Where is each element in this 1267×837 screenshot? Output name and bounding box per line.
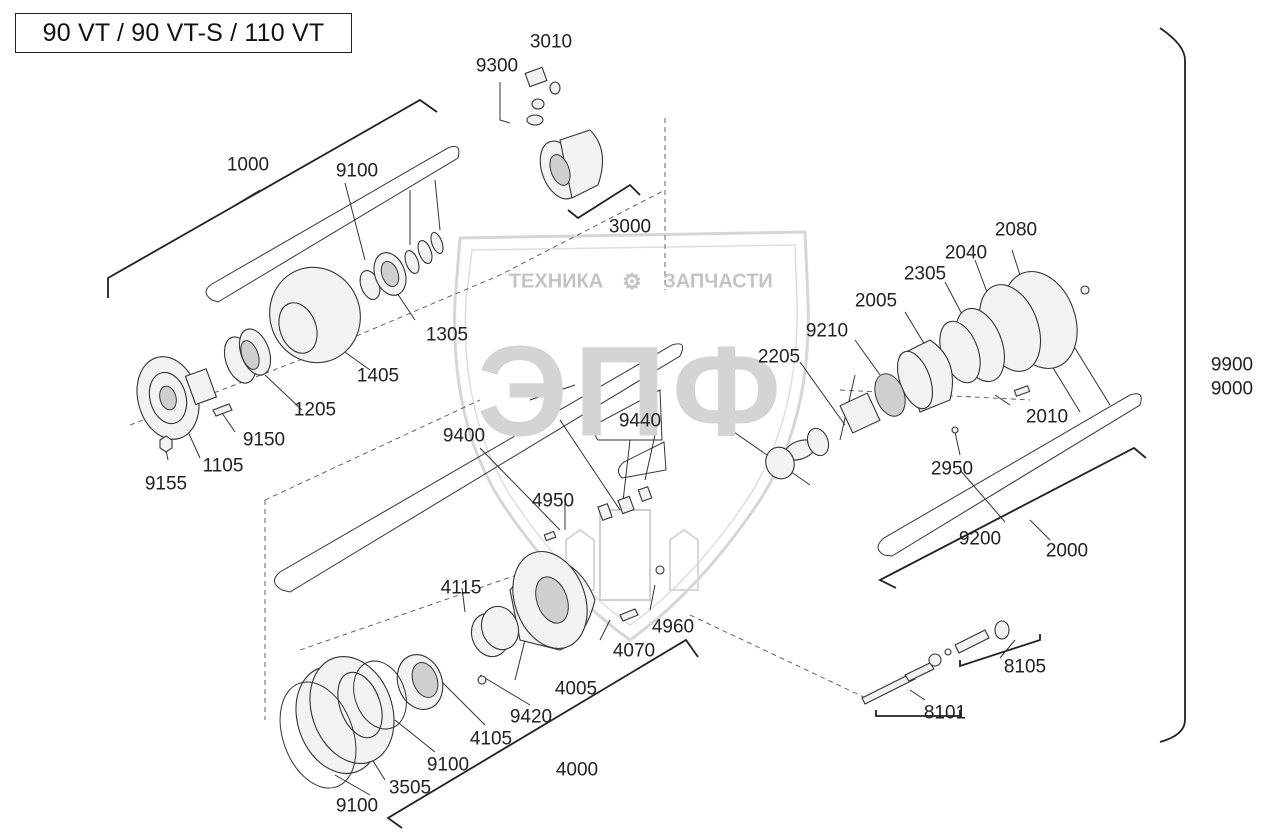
callout-2080: 2080 (994, 219, 1038, 241)
assembly-3000 (499, 66, 604, 200)
callout-1305: 1305 (425, 324, 469, 346)
callout-2950: 2950 (930, 458, 974, 480)
callout-9150: 9150 (242, 429, 286, 451)
callout-9300: 9300 (475, 55, 519, 77)
callout-1205: 1205 (293, 399, 337, 421)
callout-9100-bot: 9100 (335, 795, 379, 817)
callout-9155: 9155 (144, 473, 188, 495)
callout-2305: 2305 (903, 263, 947, 285)
watermark-left-text: ТЕХНИКА (508, 270, 604, 293)
gear-icon: ⚙ (622, 269, 642, 294)
watermark-shield (453, 230, 810, 642)
assembly-4000 (279, 485, 665, 789)
callout-9100-mid: 9100 (426, 754, 470, 776)
hub-flange-1105 (136, 356, 233, 453)
assembly-8101-8105 (861, 620, 1010, 705)
callout-2010: 2010 (1025, 406, 1069, 428)
group-brackets (107, 27, 1186, 829)
assembly-2000 (765, 270, 1090, 480)
callout-1000: 1000 (226, 154, 270, 176)
callout-4115: 4115 (440, 577, 482, 599)
kit-bars (205, 145, 1142, 593)
callout-8105: 8105 (1003, 656, 1047, 678)
callout-9900: 9900 (1210, 354, 1254, 376)
callout-3000: 3000 (608, 216, 652, 238)
callout-3010: 3010 (529, 31, 573, 53)
callout-4070: 4070 (612, 640, 656, 662)
callout-4950: 4950 (531, 490, 575, 512)
callout-4005: 4005 (554, 678, 598, 700)
callout-3505: 3505 (388, 777, 432, 799)
callout-9210: 9210 (805, 320, 849, 342)
callout-9100-top: 9100 (335, 160, 379, 182)
callout-9400: 9400 (442, 425, 486, 447)
callout-2000: 2000 (1045, 540, 1089, 562)
watermark-right-text: ЗАПЧАСТИ (663, 270, 773, 293)
callout-2205: 2205 (757, 346, 801, 368)
callout-4105: 4105 (469, 728, 513, 750)
bearing-set-1000 (223, 231, 444, 384)
callout-1105: 1105 (202, 455, 244, 477)
callout-4000: 4000 (555, 759, 599, 781)
page-title: 90 VT / 90 VT-S / 110 VT (15, 13, 352, 53)
callout-9000: 9000 (1210, 378, 1254, 400)
callout-1405: 1405 (356, 365, 400, 387)
callout-4960: 4960 (651, 616, 695, 638)
callout-2005: 2005 (854, 290, 898, 312)
watermark-logo: ЭПФ (476, 320, 788, 464)
callout-8101: 8101 (923, 702, 967, 724)
callout-9440: 9440 (618, 410, 662, 432)
callout-9420: 9420 (509, 706, 553, 728)
callout-2040: 2040 (944, 242, 988, 264)
callout-9200: 9200 (958, 528, 1002, 550)
